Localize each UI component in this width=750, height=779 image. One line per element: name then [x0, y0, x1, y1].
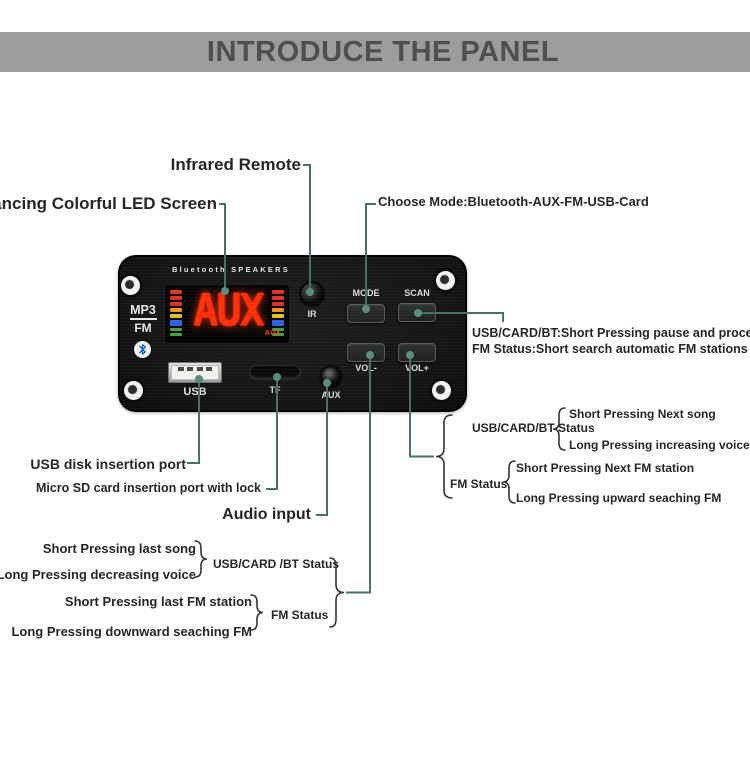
- fm-label: FM: [134, 321, 152, 335]
- spectrum-bar: [170, 308, 182, 312]
- label-infrared-remote: Infrared Remote: [170, 155, 301, 174]
- label-micro-sd: Micro SD card insertion port with lock: [35, 481, 261, 495]
- label-volminus-usb-short: Short Pressing last song: [42, 541, 196, 556]
- spectrum-bars-right: [272, 290, 284, 336]
- scan-button-label: SCAN: [404, 288, 430, 298]
- screw-hole-icon: [432, 381, 451, 400]
- brace-last-fm: [250, 594, 264, 631]
- vol-minus-button: [347, 343, 385, 362]
- header-banner: INTRODUCE THE PANEL: [0, 32, 750, 72]
- mp3-decoder-board: Bluetooth SPEAKERS AUX AUX MP3 FM IR MOD…: [118, 255, 467, 412]
- mode-button-label: MODE: [352, 288, 380, 298]
- vol-minus-label: VOL-: [355, 363, 377, 373]
- label-volplus-usb-long: Long Pressing increasing voice: [569, 438, 750, 452]
- spectrum-bar: [272, 308, 284, 312]
- mp3-fm-marking: MP3 FM: [124, 303, 162, 335]
- label-led-screen: Dancing Colorful LED Screen: [0, 194, 217, 213]
- spectrum-bar: [170, 290, 182, 294]
- scan-button: [398, 303, 436, 322]
- usb-tongue: [171, 365, 219, 380]
- display-mode-text: AUX: [193, 284, 265, 337]
- ir-receiver-icon: [301, 283, 323, 305]
- tf-card-slot: [250, 366, 300, 379]
- label-volminus-fm-long: Long Pressing downward seaching FM: [11, 624, 252, 639]
- led-display: AUX AUX: [164, 284, 290, 344]
- scan-note-line2: FM Status:Short search automatic FM stat…: [472, 341, 748, 356]
- label-volplus-fm-long: Long Pressing upward seaching FM: [516, 491, 722, 505]
- spectrum-bar: [170, 302, 182, 306]
- spectrum-bar: [170, 333, 182, 336]
- display-aux-indicator: AUX: [264, 330, 281, 337]
- mode-button: [347, 304, 385, 323]
- label-audio-input: Audio input: [222, 506, 311, 523]
- label-volplus-usb-status: USB/CARD/BT Status: [472, 421, 595, 435]
- spectrum-bar: [272, 333, 284, 336]
- label-choose-mode: Choose Mode:Bluetooth-AUX-FM-USB-Card: [378, 194, 649, 209]
- label-volminus-fm-status: FM Status: [271, 608, 329, 622]
- screw-hole-icon: [436, 271, 455, 290]
- label-scan-note: USB/CARD/BT:Short Pressing pause and pro…: [472, 326, 750, 357]
- aux-jack-label: AUX: [321, 390, 341, 400]
- spectrum-bar: [272, 314, 284, 318]
- spectrum-bar: [272, 302, 284, 306]
- fraction-line: [129, 318, 157, 320]
- spectrum-bar: [170, 314, 182, 318]
- brace-last-song: [194, 540, 208, 578]
- page-title: INTRODUCE THE PANEL: [206, 35, 560, 68]
- bluetooth-icon: [134, 341, 151, 358]
- label-volplus-fm-status: FM Status: [450, 477, 508, 491]
- vol-plus-label: VOL+: [405, 363, 429, 373]
- label-volminus-usb-long: Long Pressing decreasing voice: [0, 567, 196, 582]
- spectrum-bar: [170, 320, 182, 326]
- spectrum-bar: [272, 320, 284, 326]
- spectrum-bar: [272, 296, 284, 300]
- screw-hole-icon: [124, 381, 143, 400]
- usb-pins: [178, 367, 212, 371]
- tf-slot-label: TF: [269, 385, 281, 395]
- usb-port: [168, 362, 222, 383]
- board-brand-text: Bluetooth SPEAKERS: [172, 265, 290, 274]
- spectrum-bar: [170, 328, 182, 331]
- label-volminus-fm-short: Short Pressing last FM station: [64, 594, 252, 609]
- ir-label: IR: [307, 309, 317, 319]
- mp3-label: MP3: [130, 303, 156, 317]
- vol-plus-button: [398, 343, 436, 362]
- spectrum-bars-left: [170, 290, 182, 336]
- label-volminus-usb-status: USB/CARD /BT Status: [213, 557, 340, 571]
- aux-jack: [321, 367, 341, 387]
- label-volplus-usb-short: Short Pressing Next song: [569, 407, 716, 421]
- usb-port-label: USB: [183, 386, 207, 398]
- scan-note-line1: USB/CARD/BT:Short Pressing pause and pro…: [472, 326, 750, 340]
- spectrum-bar: [170, 296, 182, 300]
- label-usb-port: USB disk insertion port: [30, 456, 186, 472]
- spectrum-bar: [272, 328, 284, 331]
- label-volplus-fm-short: Short Pressing Next FM station: [516, 461, 695, 475]
- spectrum-bar: [272, 290, 284, 294]
- screw-hole-icon: [121, 276, 140, 295]
